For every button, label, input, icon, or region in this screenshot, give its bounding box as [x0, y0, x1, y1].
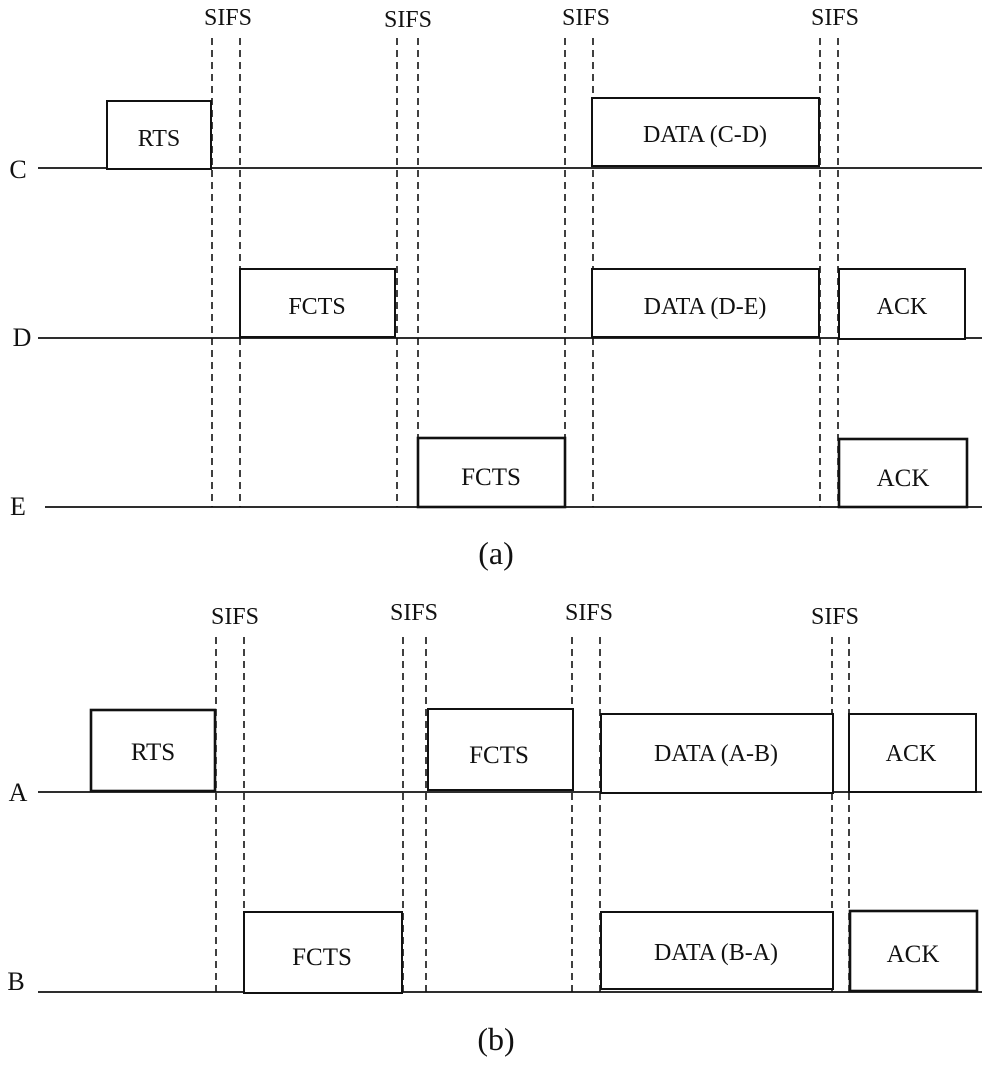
sifs-label: SIFS: [204, 5, 252, 31]
frame-data-c-d: DATA (C-D): [591, 97, 820, 167]
frame-label: DATA (B-A): [654, 940, 778, 966]
station-label-c: C: [9, 155, 26, 184]
sifs-label: SIFS: [811, 5, 859, 31]
frame-fcts: FCTS: [243, 911, 403, 994]
frame-label: ACK: [886, 741, 937, 767]
frame-rts: RTS: [106, 100, 212, 170]
station-label-e: E: [10, 492, 26, 521]
sifs-label: SIFS: [811, 604, 859, 630]
sifs-label: SIFS: [565, 600, 613, 626]
frame-label: RTS: [131, 739, 175, 766]
sifs-label: SIFS: [384, 7, 432, 33]
diagram-b: SIFS SIFS SIFS SIFS A RTS FCTS DATA (A-B…: [7, 600, 982, 1057]
caption-a: (a): [478, 535, 514, 571]
frame-label: FCTS: [288, 294, 345, 320]
frame-label: DATA (A-B): [654, 741, 778, 767]
frame-label: RTS: [138, 126, 181, 152]
frame-ack: ACK: [848, 713, 977, 793]
sifs-label: SIFS: [390, 600, 438, 626]
diagram-a: SIFS SIFS SIFS SIFS C RTS DATA (C-D) D F…: [9, 5, 982, 571]
frame-label: FCTS: [469, 742, 529, 769]
frame-label: ACK: [877, 294, 928, 320]
frame-label: ACK: [877, 465, 930, 492]
frame-ack: ACK: [837, 437, 969, 509]
frame-fcts: FCTS: [239, 268, 396, 338]
frame-ack: ACK: [838, 268, 966, 340]
frame-fcts: FCTS: [416, 436, 567, 509]
frame-label: FCTS: [461, 464, 521, 491]
frame-fcts: FCTS: [427, 708, 574, 791]
frame-ack: ACK: [848, 909, 979, 993]
sifs-label: SIFS: [562, 5, 610, 31]
frame-data-d-e: DATA (D-E): [591, 268, 820, 338]
station-label-d: D: [13, 323, 32, 352]
frame-data-b-a: DATA (B-A): [600, 911, 834, 990]
sifs-label: SIFS: [211, 604, 259, 630]
caption-b: (b): [477, 1021, 514, 1057]
station-label-a: A: [9, 778, 28, 807]
frame-label: DATA (C-D): [643, 122, 767, 148]
frame-data-a-b: DATA (A-B): [600, 713, 834, 794]
frame-label: FCTS: [292, 944, 352, 971]
station-label-b: B: [7, 967, 24, 996]
frame-rts: RTS: [89, 708, 217, 793]
frame-label: DATA (D-E): [644, 294, 767, 320]
frame-label: ACK: [887, 941, 940, 968]
